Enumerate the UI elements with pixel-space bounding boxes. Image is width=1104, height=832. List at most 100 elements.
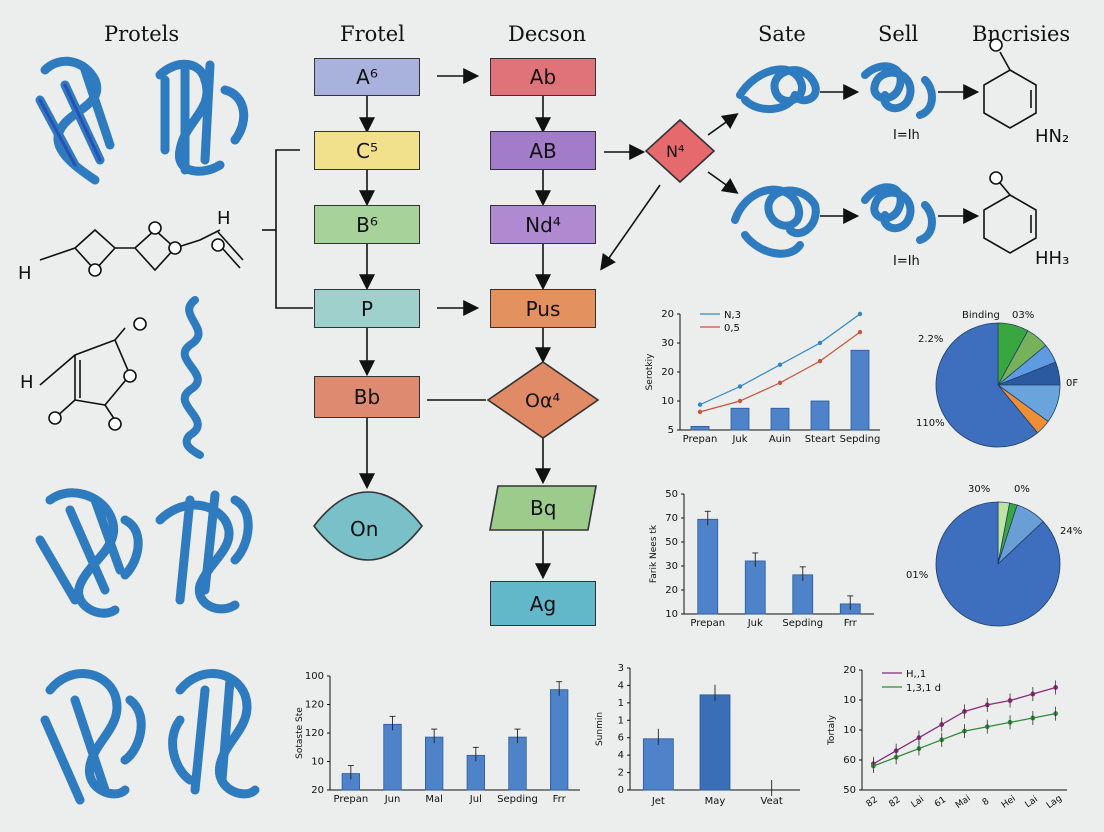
chart0-ytick-label: 10 <box>661 396 674 407</box>
chart0-ytick-label: 30 <box>661 338 674 349</box>
chart4-bar <box>383 723 402 791</box>
chart2-x-label: Sepding <box>782 618 823 629</box>
chart5-x-label: May <box>705 796 726 807</box>
chart1-label: 03% <box>1012 310 1034 321</box>
node-on-shape <box>312 491 424 561</box>
chart6-x-label: 8 <box>981 796 992 808</box>
node-p: P <box>314 289 420 328</box>
chart0-x-label: Auin <box>769 434 791 445</box>
chart5-ytick-label: 4 <box>618 680 624 691</box>
protein-structures <box>35 56 260 805</box>
chart2-bar <box>744 560 766 615</box>
chart6-ytick-label: 10 <box>843 725 856 736</box>
node-on-label: On <box>350 517 379 541</box>
chart6-legend-label: H,,1 <box>906 669 926 680</box>
chart4-bar <box>508 736 527 791</box>
header-binders: Bncrisies <box>972 22 1071 46</box>
node-ab-upper: AB <box>490 131 596 170</box>
chart0-ytick-label: 20 <box>661 309 674 320</box>
chart6-x-label: Hei <box>1000 794 1018 811</box>
chart6-series-line <box>873 712 1056 767</box>
binder-label-hn2: HN₂ <box>1035 126 1070 147</box>
node-pus: Pus <box>490 289 596 328</box>
chart6-x-label: Mai <box>954 794 973 811</box>
chart2-x-label: Frr <box>844 618 858 629</box>
chart0-bar <box>690 425 710 431</box>
node-bq-label: Bq <box>530 496 557 520</box>
chart3-slice <box>935 501 1061 627</box>
chart4-ytick-label: 100 <box>305 671 324 682</box>
chart6-x-label: Lai <box>910 795 926 811</box>
chart0-point <box>697 402 703 407</box>
header-decision: Decson <box>508 22 586 46</box>
chart4-y-label: Sotaste Ste <box>295 707 305 759</box>
chart5-ytick-label: 2 <box>618 768 624 779</box>
chart2-ytick-label: 50 <box>665 489 678 500</box>
chart4-x-label: Frr <box>553 794 567 805</box>
chart4-ytick-label: 10 <box>311 757 324 768</box>
chart2-x-label: Prepan <box>690 618 725 629</box>
chart1-label: 2.2% <box>918 334 943 345</box>
cell-label-top: Ι=Ιh <box>893 128 920 143</box>
chart6-legend-label: 1,3,1 d <box>906 683 941 694</box>
chart0-bar <box>770 407 790 431</box>
chart5-ytick-label: 0 <box>618 785 624 796</box>
chart5-ytick-label: 3 <box>618 663 624 674</box>
chart0-x-label: Steart <box>805 434 836 445</box>
chart5-x-label: Jet <box>651 796 665 807</box>
chart2-ytick-label: 30 <box>665 561 678 572</box>
node-n-label: N⁴ <box>666 142 685 161</box>
node-nd: Nd⁴ <box>490 205 596 244</box>
chart5-ytick-label: 6 <box>618 733 624 744</box>
chart0-x-label: Sepding <box>840 434 881 445</box>
chart0-point <box>857 311 863 317</box>
chart3-label: 01% <box>906 570 928 581</box>
chart0-point <box>697 409 703 415</box>
chart2-ytick-label: 10 <box>665 609 678 620</box>
header-state: Sate <box>758 22 806 46</box>
chart2-x-label: Juk <box>747 618 763 629</box>
chart5-ytick-label: 4 <box>618 750 624 761</box>
chart6-y-label: Tortaly <box>827 714 837 746</box>
chart1-slice <box>935 322 1039 448</box>
molecule-h-mid: H <box>20 372 34 393</box>
chart2-ytick-label: 20 <box>665 585 678 596</box>
header-proteins: Protels <box>104 22 180 46</box>
chart5-x-label: Veat <box>761 796 783 807</box>
node-oa-shape <box>486 361 600 439</box>
header-cell: Sell <box>878 22 919 46</box>
chart4-x-label: Mal <box>425 794 443 805</box>
node-ab: Ab <box>490 58 596 96</box>
molecule-h-right: H <box>217 208 231 229</box>
chart5-bar <box>642 738 674 791</box>
node-n-shape <box>644 118 716 184</box>
chart4-ytick-label: 120 <box>305 728 324 739</box>
chart6-ytick-label: 50 <box>843 785 856 796</box>
chart1-label: 0F <box>1066 378 1078 389</box>
chart2-bar <box>697 518 719 615</box>
chart0-point <box>737 398 743 404</box>
chart0-legend-label: N,3 <box>724 310 741 321</box>
chart0-ytick-label: 5 <box>668 425 674 436</box>
chart6-ytick-label: 20 <box>843 665 856 676</box>
header-protein: Frotel <box>340 22 405 46</box>
chart0-series-line <box>699 331 861 413</box>
chart6-x-label: 82 <box>865 795 880 810</box>
chart0-legend-label: 0,5 <box>724 323 740 334</box>
chart2-y-label: Farik Nees tk <box>649 524 659 583</box>
chart0-bar <box>810 400 830 431</box>
chart1-label: 110% <box>916 418 945 429</box>
chart5-bar <box>699 694 731 791</box>
chart6-x-label: Lag <box>1045 794 1064 812</box>
chart4-ytick-label: 120 <box>305 700 324 711</box>
chart5-ytick-label: 1 <box>618 715 624 726</box>
chart6-ytick-label: 60 <box>843 755 856 766</box>
chart0-point <box>817 340 823 346</box>
chart1-label: Binding <box>962 310 1000 321</box>
chart6-ytick-label: 10 <box>843 695 856 706</box>
cell-label-bottom: Ι=Ιh <box>893 254 920 269</box>
